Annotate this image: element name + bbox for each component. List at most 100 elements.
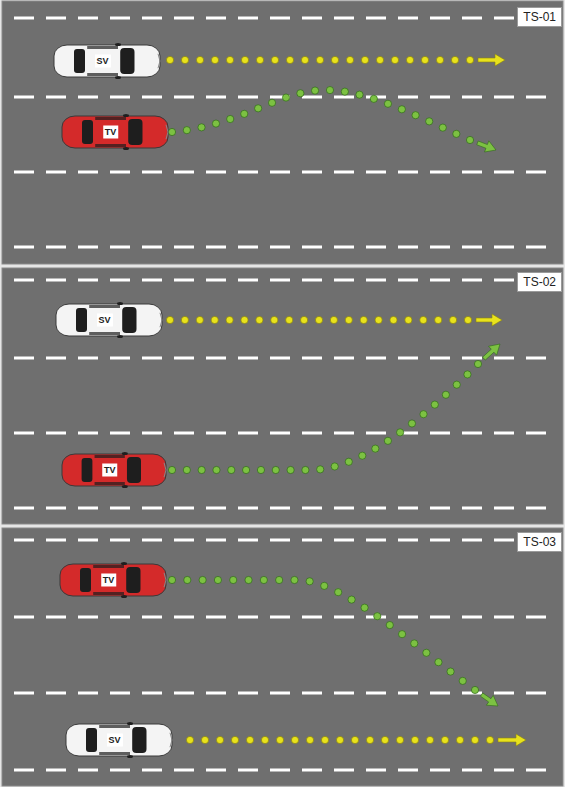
trajectory-dot [291,576,298,583]
lane-marking [14,616,556,619]
trajectory-dot [372,445,379,452]
lane-marking [14,432,556,435]
trajectory-dot [316,56,323,63]
scenario-tag: TS-01 [517,7,562,27]
trajectory-dot [260,576,267,583]
trajectory-dot [241,110,248,117]
trajectory-dot [230,576,237,583]
trajectory-dot [346,56,353,63]
trajectory-dot [282,94,289,101]
trajectory-dot [453,381,460,388]
vehicle: TV [60,114,170,150]
trajectory-dot [271,316,278,323]
trajectory-dot [183,127,190,134]
trajectory-dot [451,56,458,63]
trajectory-dot [181,56,188,63]
lane-marking [14,507,556,510]
trajectory-dot [243,466,250,473]
scenario-tag: TS-03 [517,532,562,552]
trajectory-dot [186,736,193,743]
trajectory-dot [359,452,366,459]
trajectory-dot [390,316,397,323]
trajectory-dot [336,736,343,743]
trajectory-dot [459,677,466,684]
trajectory [168,87,496,152]
trajectory-dot [276,576,283,583]
trajectory-dot [241,56,248,63]
trajectory-dot [466,136,473,143]
trajectory-dot [366,736,373,743]
vehicle-label: TV [102,464,118,477]
trajectory-dot [426,736,433,743]
trajectory-dot [297,90,304,97]
trajectory-dot [426,118,433,125]
trajectory-dot [341,88,348,95]
trajectory-dot [356,91,363,98]
vehicle: TV [58,562,168,598]
trajectory-dot [271,56,278,63]
lane-marking [14,171,556,174]
trajectory-dot [311,87,318,94]
trajectory-dot [216,736,223,743]
trajectory-dot [317,466,324,473]
trajectory-dot [376,56,383,63]
trajectory-dot [196,316,203,323]
trajectory-dot [326,87,333,94]
trajectory-dot [423,649,430,656]
trajectory-dot [286,56,293,63]
scenario-id: TS-01 [523,10,556,24]
trajectory-dot [201,736,208,743]
trajectory-dot [412,112,419,119]
trajectory-dot [331,56,338,63]
trajectory-dot [421,56,428,63]
trajectory [166,54,505,66]
trajectory-dot [384,437,391,444]
trajectory-dot [464,371,471,378]
trajectory-dot [441,736,448,743]
trajectory-dot [361,56,368,63]
trajectory-dot [196,56,203,63]
trajectory-dot [471,686,478,693]
trajectory-dot [398,106,405,113]
trajectory [168,576,498,706]
lane-marking [14,539,556,542]
trajectory-dot [213,466,220,473]
trajectory-dot [321,582,328,589]
trajectory [166,314,502,326]
trajectory-dot [348,596,355,603]
trajectory-dot [420,316,427,323]
trajectory-arrow [477,141,496,152]
trajectory-dot [168,466,175,473]
trajectory-dot [411,736,418,743]
trajectory-dot [471,736,478,743]
trajectory-dot [381,736,388,743]
lane-marking [14,17,556,20]
trajectory-dot [431,401,438,408]
trajectory-dot [301,316,308,323]
trajectory-arrow [478,54,505,66]
trajectory-dot [211,316,218,323]
trajectory-dot [181,316,188,323]
trajectory-dot [406,56,413,63]
trajectory-arrow [498,734,526,746]
trajectory-dot [227,115,234,122]
vehicle-label: SV [107,734,123,747]
trajectory-dot [226,56,233,63]
road-panel [2,528,563,786]
trajectory-dot [231,736,238,743]
trajectory-dot [256,316,263,323]
trajectory-dot [272,466,279,473]
trajectory-dot [391,56,398,63]
trajectory-dot [321,736,328,743]
trajectory-dot [345,316,352,323]
road-panel [2,268,563,524]
trajectory-dot [331,463,338,470]
vehicle-label: SV [97,314,113,327]
trajectory-dot [351,736,358,743]
trajectory-dot [398,631,405,638]
trajectory-dot [435,659,442,666]
lane-marking [14,246,556,249]
trajectory-dot [386,621,393,628]
